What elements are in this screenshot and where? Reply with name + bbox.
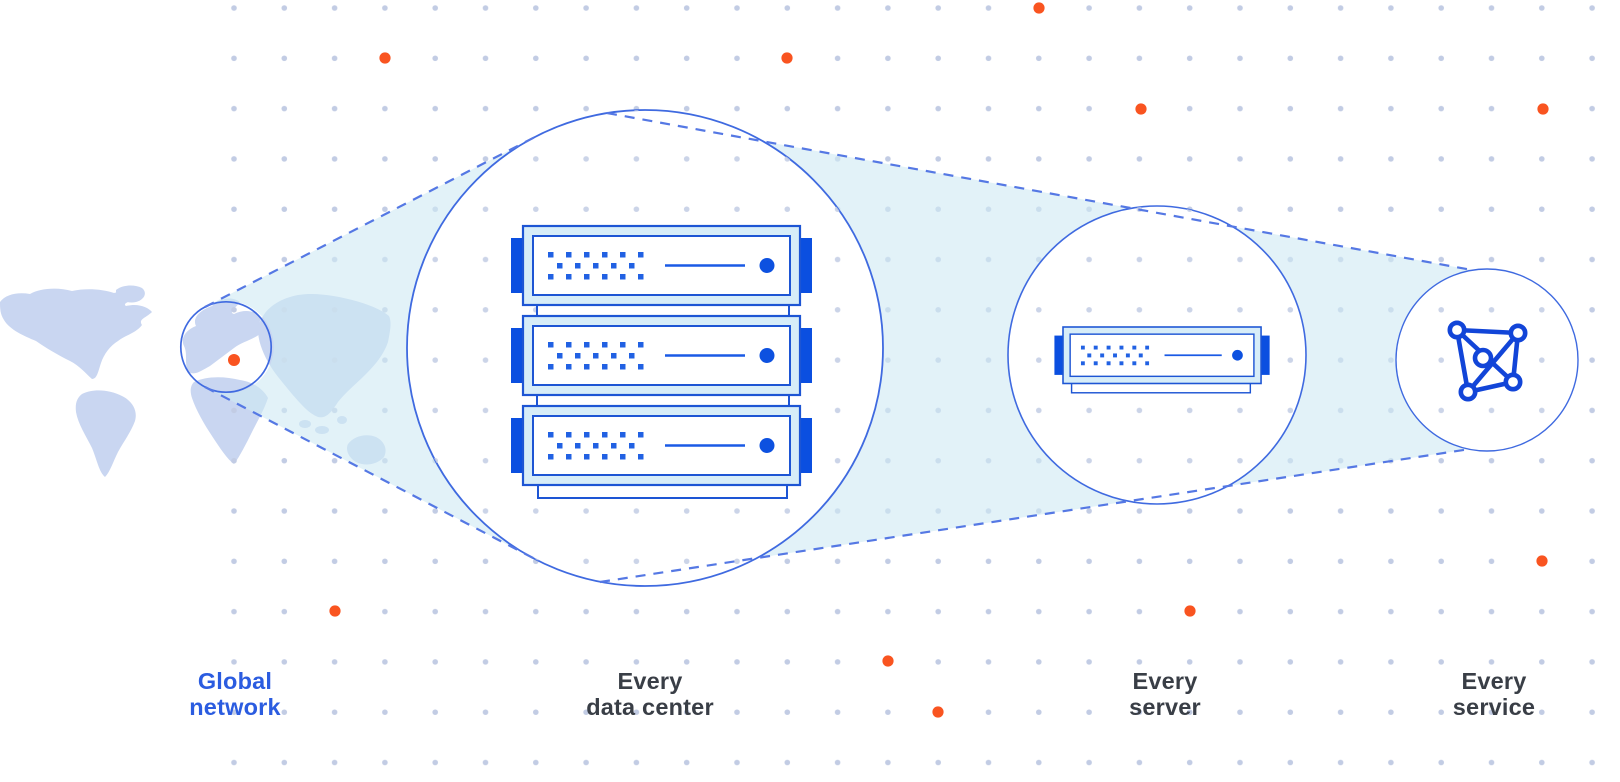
orange-dot bbox=[329, 605, 341, 617]
dashed-line-upper-right bbox=[606, 111, 1473, 272]
network-node bbox=[1447, 320, 1467, 340]
orange-dot bbox=[932, 706, 944, 718]
network-node bbox=[1508, 323, 1528, 343]
map-location-dot bbox=[228, 354, 240, 366]
orange-dot bbox=[882, 655, 894, 667]
label-server-line1: Every bbox=[1132, 668, 1197, 694]
dashed-line-lower-right bbox=[599, 447, 1471, 584]
orange-dot bbox=[781, 52, 793, 64]
label-data-center-line1: Every bbox=[617, 668, 682, 694]
map-greenland bbox=[116, 285, 145, 303]
map-north-america bbox=[0, 288, 152, 379]
network-node bbox=[1472, 347, 1494, 369]
server-unit bbox=[509, 404, 814, 487]
server-unit bbox=[509, 314, 814, 397]
label-service-line2: service bbox=[1453, 694, 1535, 720]
orange-dot bbox=[379, 52, 391, 64]
network-node bbox=[1503, 372, 1523, 392]
orange-accent-dots bbox=[228, 2, 1549, 718]
orange-dot bbox=[1135, 103, 1147, 115]
label-server: Every server bbox=[1129, 668, 1201, 720]
orange-dot bbox=[1184, 605, 1196, 617]
server-rack-stack-icon bbox=[509, 224, 814, 499]
label-server-line2: server bbox=[1129, 694, 1201, 720]
map-south-america bbox=[75, 390, 136, 477]
label-global-network-line2: network bbox=[189, 694, 281, 720]
network-node bbox=[1458, 382, 1478, 402]
dashed-line-lower-left bbox=[204, 386, 536, 560]
stage-labels: Global network Every data center Every s… bbox=[189, 668, 1535, 720]
label-service-line1: Every bbox=[1461, 668, 1526, 694]
orange-dot bbox=[1033, 2, 1045, 14]
orange-dot bbox=[1536, 555, 1548, 567]
label-global-network: Global network bbox=[189, 668, 281, 720]
label-data-center-line2: data center bbox=[586, 694, 714, 720]
beam-dashed-lines bbox=[204, 111, 1473, 584]
orange-dot bbox=[1537, 103, 1549, 115]
label-data-center: Every data center bbox=[586, 668, 714, 720]
global-network-circle bbox=[179, 300, 273, 394]
label-global-network-line1: Global bbox=[198, 668, 272, 694]
server-unit bbox=[1053, 326, 1271, 385]
server-unit bbox=[509, 224, 814, 307]
server-single-icon bbox=[1053, 326, 1271, 394]
dashed-line-upper-left bbox=[204, 136, 536, 308]
label-service: Every service bbox=[1453, 668, 1535, 720]
network-graph-icon bbox=[1447, 320, 1528, 402]
